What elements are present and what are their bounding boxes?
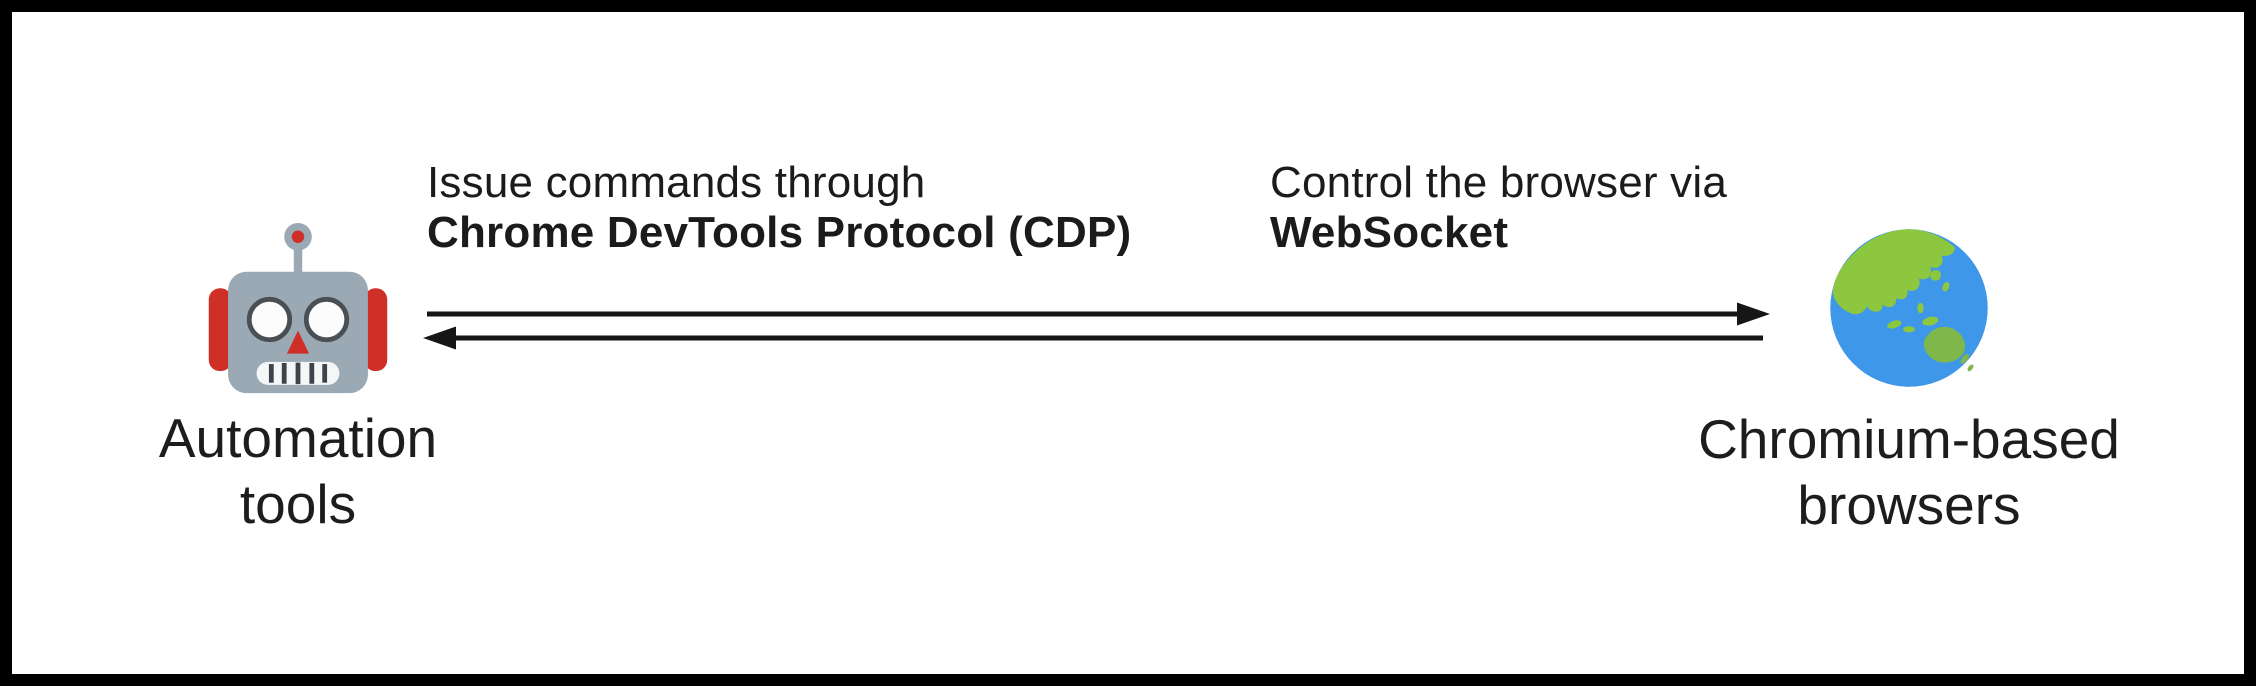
node-chromium-browsers: Chromium-based browsers xyxy=(1649,226,2169,538)
globe-asia-australia-icon xyxy=(1830,229,1988,387)
node-label-chromium-browsers: Chromium-based browsers xyxy=(1698,406,2120,538)
caption-cdp-line2: Chrome DevTools Protocol (CDP) xyxy=(427,208,1132,257)
globe-land-australia xyxy=(1923,326,1966,363)
caption-cdp: Issue commands through Chrome DevTools P… xyxy=(427,158,1131,258)
node-label-line: Automation xyxy=(158,407,438,469)
caption-cdp-line1: Issue commands through xyxy=(427,158,926,207)
globe-land-asia xyxy=(1832,229,1955,315)
arrow-left xyxy=(423,326,1763,350)
caption-websocket-line1: Control the browser via xyxy=(1270,158,1728,207)
node-label-line: tools xyxy=(239,473,357,535)
node-label-automation-tools: Automation tools xyxy=(159,405,437,537)
globe-island-new-zealand xyxy=(1960,353,1970,364)
globe-islands-japan xyxy=(1930,269,1941,281)
bidirectional-arrows xyxy=(423,302,1770,350)
globe-islands-indonesia xyxy=(1887,320,1902,329)
robot-eye-left xyxy=(246,296,293,343)
robot-eye-right xyxy=(303,296,350,343)
caption-websocket-line2: WebSocket xyxy=(1270,208,1509,257)
node-label-line: browsers xyxy=(1797,474,2021,536)
node-automation-tools: Automation tools xyxy=(48,220,548,537)
arrow-right xyxy=(427,302,1770,326)
node-label-line: Chromium-based xyxy=(1698,408,2120,470)
caption-websocket: Control the browser via WebSocket xyxy=(1270,158,1727,258)
globe-island-new-guinea xyxy=(1922,316,1939,326)
robot-icon xyxy=(208,222,388,394)
robot-ear-right xyxy=(364,288,388,372)
robot-ear-left xyxy=(208,288,232,372)
robot-nose xyxy=(286,330,310,354)
